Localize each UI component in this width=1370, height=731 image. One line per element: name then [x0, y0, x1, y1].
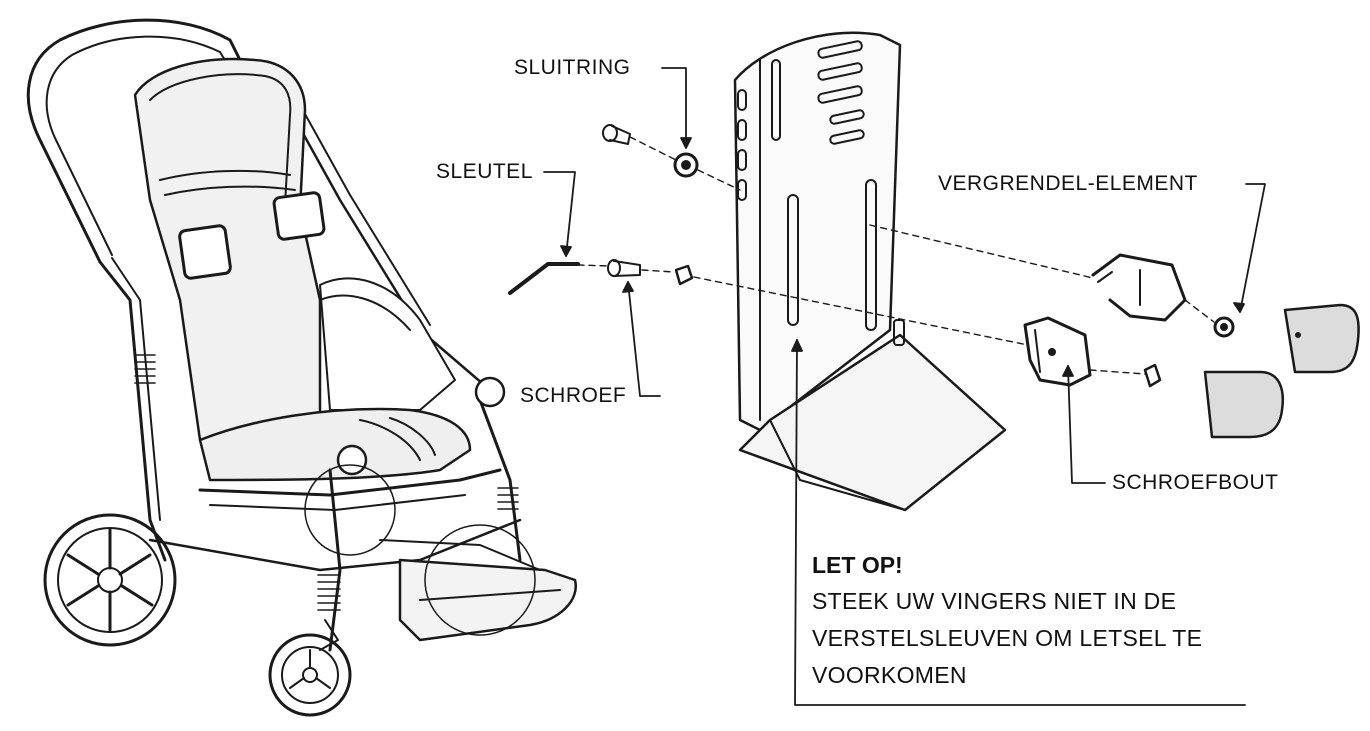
warning-heading: LET OP! — [812, 552, 903, 578]
seat-insert — [733, 31, 1007, 512]
key-icon — [508, 262, 580, 295]
washer-right-icon — [1213, 316, 1235, 338]
hardware-parts — [508, 124, 1360, 439]
wheelchair-illustration — [26, 18, 578, 717]
label-sluitring: SLUITRING — [514, 56, 631, 79]
footrest — [398, 558, 578, 642]
label-vergrendel-element: VERGRENDEL-ELEMENT — [938, 172, 1198, 195]
warning-line: VOORKOMEN — [812, 662, 967, 688]
seat — [198, 407, 472, 482]
label-sleutel: SLEUTEL — [436, 160, 533, 183]
locking-element-lower — [1023, 316, 1092, 387]
bolt-icon — [602, 124, 631, 145]
label-schroef: SCHROEF — [520, 384, 627, 407]
callout-leaders — [543, 67, 1266, 706]
strap-loop-right — [272, 191, 326, 241]
rear-wheel — [43, 513, 177, 647]
pad-upper — [1283, 303, 1360, 374]
label-schroefbout: SCHROEFBOUT — [1112, 471, 1279, 494]
screw-icon — [607, 259, 641, 277]
warning-notice: LET OP! STEEK UW VINGERS NIET IN DE VERS… — [812, 552, 1332, 694]
warning-line: STEEK UW VINGERS NIET IN DE — [812, 588, 1177, 614]
adjustment-slots — [737, 40, 877, 331]
pad-lower — [1203, 370, 1284, 439]
strap-loop-left — [178, 224, 232, 280]
washer-icon — [673, 152, 699, 178]
front-caster — [268, 619, 352, 717]
assembly-lines — [577, 136, 1215, 375]
spring — [134, 354, 519, 611]
locking-element-upper — [1091, 253, 1187, 322]
warning-line: VERSTELSLEUVEN OM LETSEL TE — [812, 625, 1203, 651]
nut-icon — [674, 264, 694, 286]
